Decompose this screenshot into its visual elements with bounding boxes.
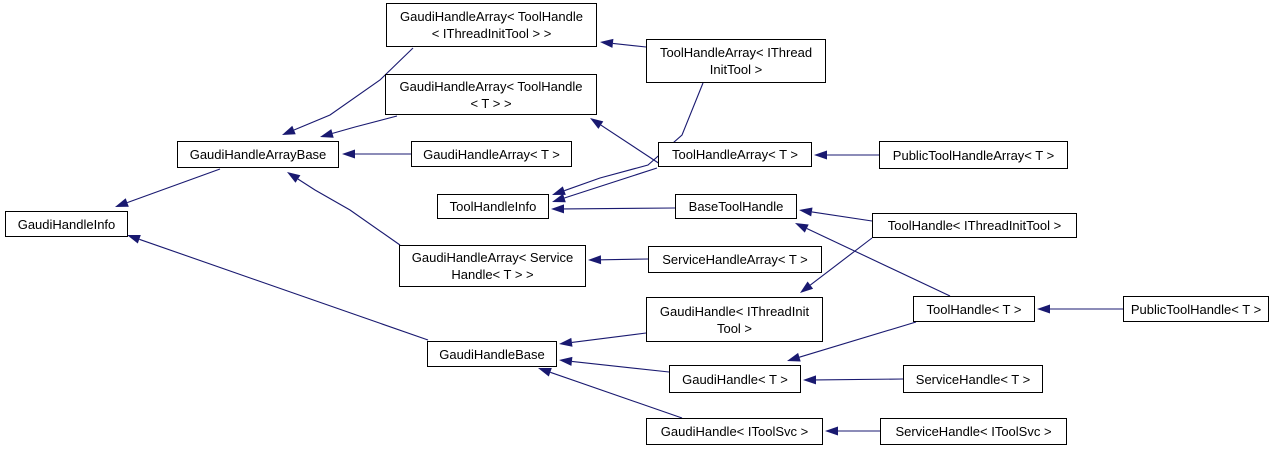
class-node-gaudihandlearray-toolhandle-ithreadinittool[interactable]: GaudiHandleArray< ToolHandle < IThreadIni… bbox=[386, 3, 597, 47]
class-node-label: Handle< T > > bbox=[451, 267, 534, 282]
class-node-label: ToolHandle< T > bbox=[926, 301, 1022, 317]
inheritance-edge-gaudihandlearray-toolhandle-t--to--gaudihandlearraybase bbox=[332, 115, 398, 134]
class-node-label: PublicToolHandleArray< T > bbox=[892, 147, 1055, 163]
class-node-label: ServiceHandle< T > bbox=[915, 371, 1031, 387]
class-node-label: GaudiHandleBase bbox=[439, 346, 545, 362]
inheritance-arrowhead bbox=[803, 375, 816, 385]
class-node-label: GaudiHandle< IThreadInit bbox=[659, 303, 810, 319]
inheritance-edge-toolhandlearray-t--to--toolhandleinfo bbox=[564, 167, 658, 199]
class-node-gaudihandlearray-t[interactable]: GaudiHandleArray< T > bbox=[411, 141, 572, 167]
inheritance-edge-toolhandle-t--to--basetoolhandle bbox=[806, 228, 951, 297]
inheritance-arrowhead bbox=[552, 193, 566, 203]
class-node-servicehandle-itoolsvc[interactable]: ServiceHandle< IToolSvc > bbox=[880, 418, 1067, 445]
class-node-publictoolhandle-t[interactable]: PublicToolHandle< T > bbox=[1123, 296, 1269, 322]
class-node-gaudihandlebase[interactable]: GaudiHandleBase bbox=[427, 341, 557, 367]
inheritance-arrowhead bbox=[552, 186, 566, 195]
class-node-publictoolhandlearray-t[interactable]: PublicToolHandleArray< T > bbox=[879, 141, 1068, 169]
inheritance-arrowhead bbox=[538, 368, 552, 377]
inheritance-arrowhead bbox=[600, 38, 614, 48]
inheritance-arrowhead bbox=[1037, 304, 1050, 314]
class-node-label: ToolHandle< IThreadInitTool > bbox=[887, 218, 1062, 233]
class-node-label: GaudiHandleArray< ToolHandle bbox=[400, 9, 583, 24]
inheritance-edge-toolhandle-ithreadinittool--to--basetoolhandle bbox=[811, 211, 873, 222]
class-node-label: GaudiHandle< IToolSvc > bbox=[660, 424, 809, 439]
class-node-gaudihandlearraybase[interactable]: GaudiHandleArrayBase bbox=[177, 141, 339, 168]
inheritance-edge-toolhandle-ithreadinittool--to--gaudihandle-ithreadinittool bbox=[809, 237, 873, 286]
inheritance-arrowhead bbox=[787, 352, 801, 362]
class-node-label: InitTool > bbox=[709, 62, 763, 77]
inheritance-arrowhead bbox=[795, 223, 809, 233]
inheritance-arrowhead bbox=[342, 149, 355, 159]
inheritance-edge-toolhandlearray-ithreadinittool--to--toolhandleinfo bbox=[564, 82, 704, 192]
inheritance-arrowhead bbox=[825, 426, 838, 436]
class-node-label: BaseToolHandle bbox=[688, 199, 784, 214]
inheritance-edge-gaudihandlearray-servicehandle-t--to--gaudihandlearraybase bbox=[297, 178, 401, 246]
class-node-label: ToolHandleArray< IThread bbox=[659, 45, 813, 60]
class-node-gaudihandlearray-toolhandle-t[interactable]: GaudiHandleArray< ToolHandle< T > > bbox=[385, 74, 597, 115]
inheritance-arrowhead bbox=[559, 337, 573, 347]
inheritance-arrowhead bbox=[590, 118, 604, 129]
class-node-label: PublicToolHandle< T > bbox=[1130, 301, 1262, 317]
class-node-label: GaudiHandleArrayBase bbox=[189, 147, 327, 162]
class-node-label: ToolHandleArray< T > bbox=[672, 147, 798, 162]
class-node-label: GaudiHandleArray< ToolHandle bbox=[399, 78, 583, 94]
inheritance-edge-gaudihandle-ithreadinittool--to--gaudihandlebase bbox=[571, 332, 647, 343]
inheritance-arrowhead bbox=[588, 255, 602, 265]
inheritance-arrowhead bbox=[320, 129, 334, 138]
inheritance-arrowhead bbox=[551, 204, 564, 214]
inheritance-edge-toolhandlearray-ithreadinittool--to--gaudihandlearray-toolhandle-ithreadinittool bbox=[612, 42, 647, 48]
class-node-toolhandle-ithreadinittool[interactable]: ToolHandle< IThreadInitTool > bbox=[872, 213, 1077, 238]
class-node-servicehandle-t[interactable]: ServiceHandle< T > bbox=[903, 365, 1043, 393]
class-node-toolhandle-t[interactable]: ToolHandle< T > bbox=[913, 296, 1035, 322]
inheritance-edge-toolhandle-t--to--gaudihandle-t bbox=[799, 321, 917, 358]
class-node-label: Tool > bbox=[716, 320, 753, 336]
inheritance-edge-gaudihandle-t--to--gaudihandlebase bbox=[571, 360, 670, 373]
class-node-label: ToolHandleInfo bbox=[449, 199, 537, 214]
class-node-label: ServiceHandle< IToolSvc > bbox=[895, 424, 1052, 439]
inheritance-arrowhead bbox=[814, 150, 827, 160]
inheritance-edge-basetoolhandle--to--toolhandleinfo bbox=[563, 207, 676, 210]
inheritance-arrowhead bbox=[800, 281, 814, 293]
inheritance-edge-toolhandlearray-t--to--gaudihandlearray-toolhandle-t bbox=[600, 124, 664, 167]
class-node-label: GaudiHandleArray< Service bbox=[411, 250, 574, 265]
class-node-label: < T > > bbox=[470, 95, 512, 111]
inheritance-arrowhead bbox=[559, 356, 573, 366]
inheritance-arrowhead bbox=[799, 207, 813, 217]
class-node-servicehandlearray-t[interactable]: ServiceHandleArray< T > bbox=[648, 246, 822, 273]
class-node-label: GaudiHandleInfo bbox=[17, 216, 116, 232]
class-node-gaudihandleinfo[interactable]: GaudiHandleInfo bbox=[5, 211, 128, 237]
inheritance-edge-gaudihandle-itoolsvc--to--gaudihandlebase bbox=[550, 371, 683, 419]
inheritance-edge-servicehandle-t--to--gaudihandle-t bbox=[815, 378, 904, 381]
class-node-label: GaudiHandleArray< T > bbox=[423, 146, 560, 162]
inheritance-arrowhead bbox=[282, 125, 296, 135]
inheritance-edge-gaudihandlearraybase--to--gaudihandleinfo bbox=[127, 168, 221, 204]
class-node-toolhandleinfo[interactable]: ToolHandleInfo bbox=[437, 194, 549, 219]
class-node-gaudihandle-itoolsvc[interactable]: GaudiHandle< IToolSvc > bbox=[646, 418, 823, 445]
class-node-basetoolhandle[interactable]: BaseToolHandle bbox=[675, 194, 797, 219]
class-node-gaudihandle-t[interactable]: GaudiHandle< T > bbox=[669, 365, 801, 393]
inheritance-edge-gaudihandlearray-toolhandle-ithreadinittool--to--gaudihandlearraybase bbox=[293, 47, 414, 131]
inheritance-arrowhead bbox=[127, 235, 141, 244]
class-node-label: < IThreadInitTool > > bbox=[431, 26, 552, 41]
inheritance-edge-servicehandlearray-t--to--gaudihandlearray-servicehandle-t bbox=[600, 258, 649, 261]
inheritance-edge-gaudihandlebase--to--gaudihandleinfo bbox=[139, 238, 429, 341]
class-node-label: ServiceHandleArray< T > bbox=[662, 252, 808, 267]
class-node-label: GaudiHandle< T > bbox=[682, 371, 788, 387]
inheritance-arrowhead bbox=[287, 172, 301, 183]
inheritance-arrowhead bbox=[115, 198, 129, 207]
class-node-toolhandlearray-t[interactable]: ToolHandleArray< T > bbox=[658, 142, 812, 167]
